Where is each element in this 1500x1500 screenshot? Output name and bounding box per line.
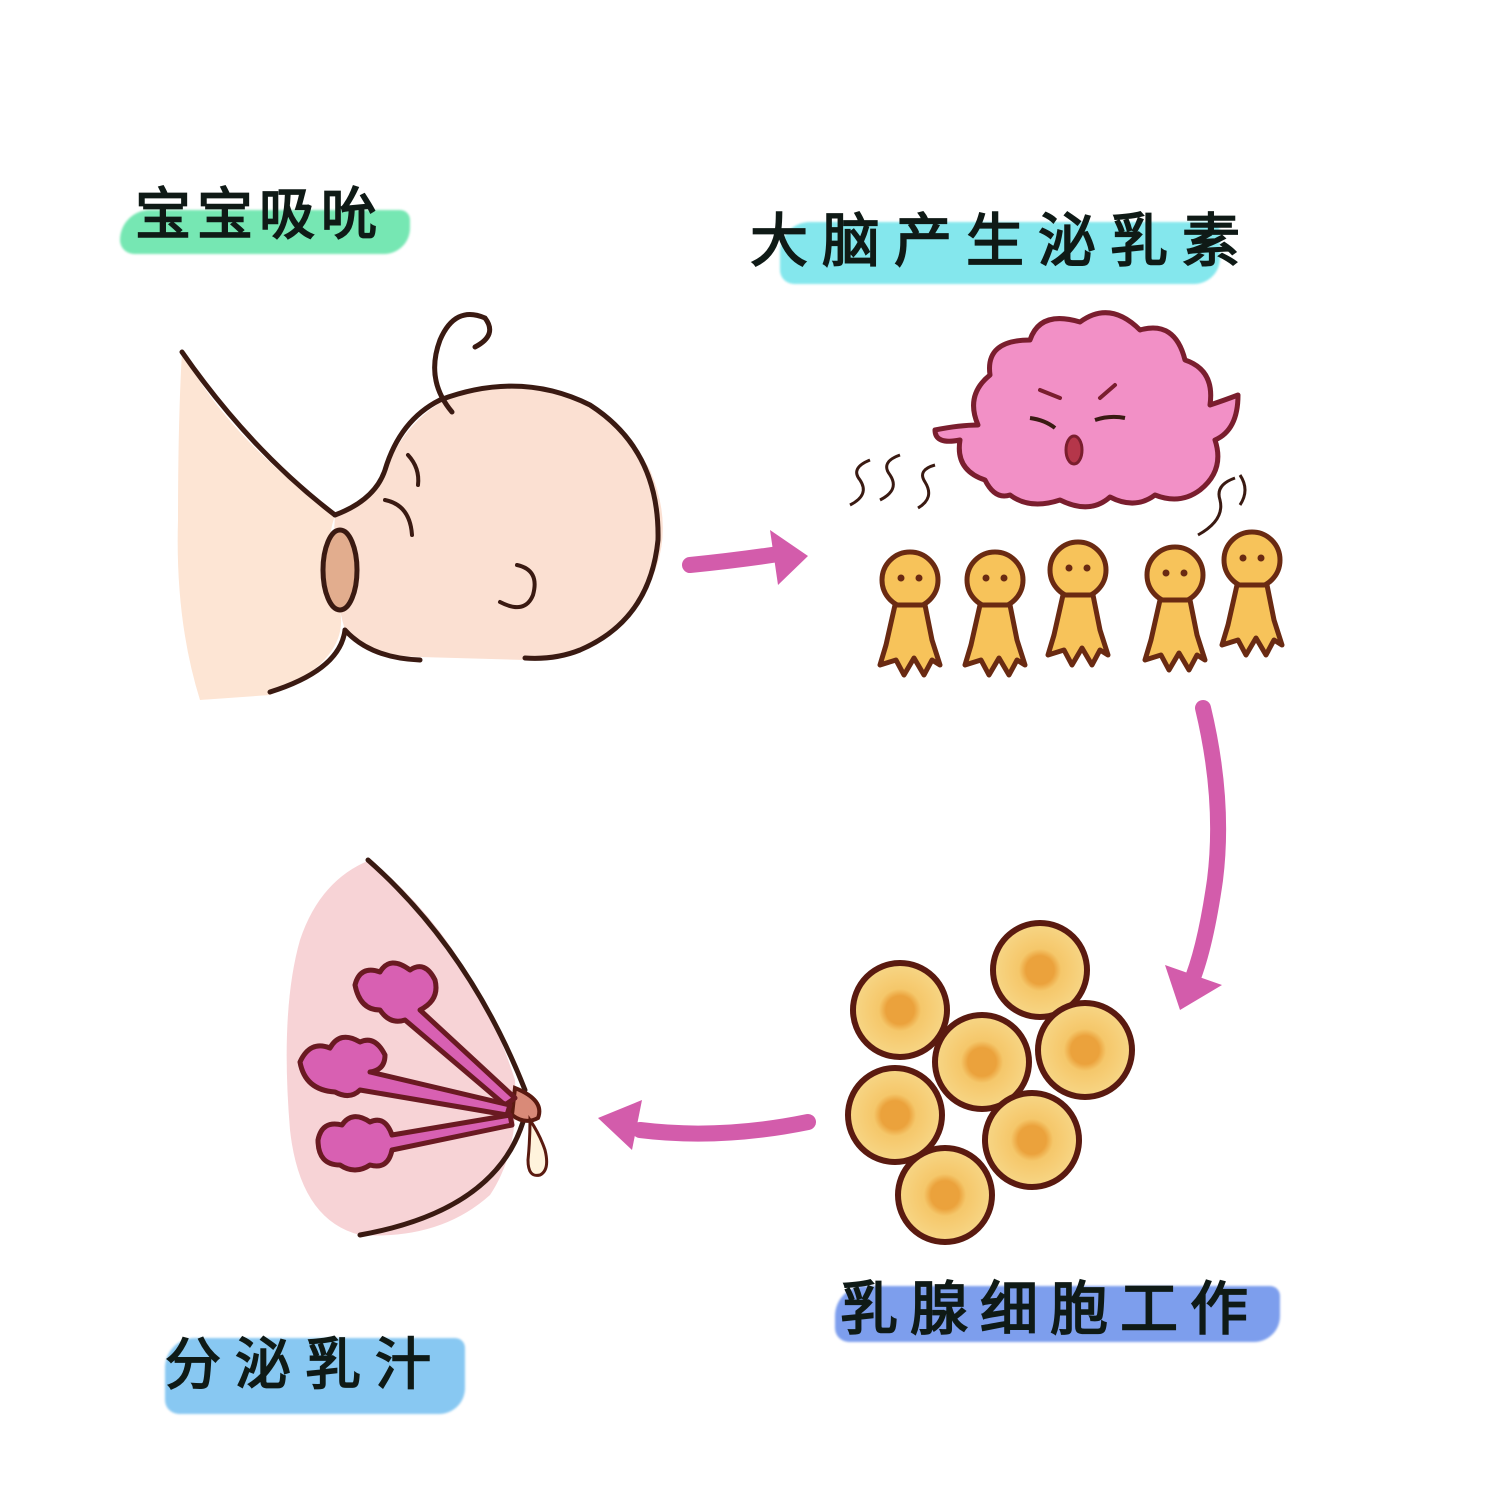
squiggle-icon xyxy=(849,458,871,507)
baby-head xyxy=(333,384,663,660)
baby-suckling-illustration xyxy=(177,312,663,700)
arrow-down-icon xyxy=(1165,700,1227,1010)
brain-eye-left xyxy=(1029,416,1057,430)
label-brain-prolactin: 大脑产生泌乳素 xyxy=(750,212,1254,284)
brain-prolactin-illustration xyxy=(849,310,1285,678)
brain-eye-right xyxy=(1094,414,1126,422)
hormone-person xyxy=(1142,544,1208,673)
baby-cheek xyxy=(383,498,414,537)
squiggle-icon xyxy=(917,463,936,510)
gland-cell xyxy=(895,1145,995,1245)
brain-mouth xyxy=(1064,434,1084,466)
label-highlight xyxy=(165,1338,465,1414)
hormone-person xyxy=(1045,539,1111,668)
gland-cell xyxy=(932,1012,1032,1112)
hormone-person xyxy=(877,549,943,678)
nipple xyxy=(320,527,360,613)
label-highlight xyxy=(120,210,410,254)
breast-outline xyxy=(179,349,338,518)
squiggle-icon xyxy=(879,453,901,502)
gland-cell xyxy=(1035,1000,1135,1100)
label-highlight xyxy=(780,222,1220,284)
label-baby-suckling: 宝宝吸吮 xyxy=(120,188,410,254)
milk-drop-icon xyxy=(526,1115,549,1177)
hair-curl xyxy=(432,312,493,415)
arrow-left-icon xyxy=(598,1100,816,1150)
label-highlight xyxy=(835,1286,1280,1342)
hormone-person xyxy=(962,549,1028,678)
label-milk-secretion: 分泌乳汁 xyxy=(165,1338,465,1414)
mammary-lobules xyxy=(297,960,518,1173)
baby-ear xyxy=(498,563,537,610)
breast-shape xyxy=(177,352,342,700)
gland-cell xyxy=(850,960,950,1060)
milk-secretion-illustration xyxy=(286,857,549,1238)
gland-lobule xyxy=(297,1034,513,1118)
gland-cell xyxy=(990,920,1090,1020)
squiggle-icon xyxy=(1238,474,1247,506)
baby-eye xyxy=(406,453,421,487)
gland-cell xyxy=(982,1090,1082,1190)
gland-cell xyxy=(845,1065,945,1165)
baby-head-outline xyxy=(332,383,661,661)
gland-lobule xyxy=(315,1112,515,1173)
squiggle-icon xyxy=(1197,476,1236,537)
arrow-right-icon xyxy=(682,530,808,585)
label-gland-cells-working: 乳腺细胞工作 xyxy=(835,1280,1280,1342)
gland-lobule xyxy=(352,960,518,1108)
nipple xyxy=(509,1085,542,1123)
hormone-person xyxy=(1219,529,1285,658)
brain-character xyxy=(932,310,1241,510)
gland-cells-illustration xyxy=(845,920,1135,1245)
